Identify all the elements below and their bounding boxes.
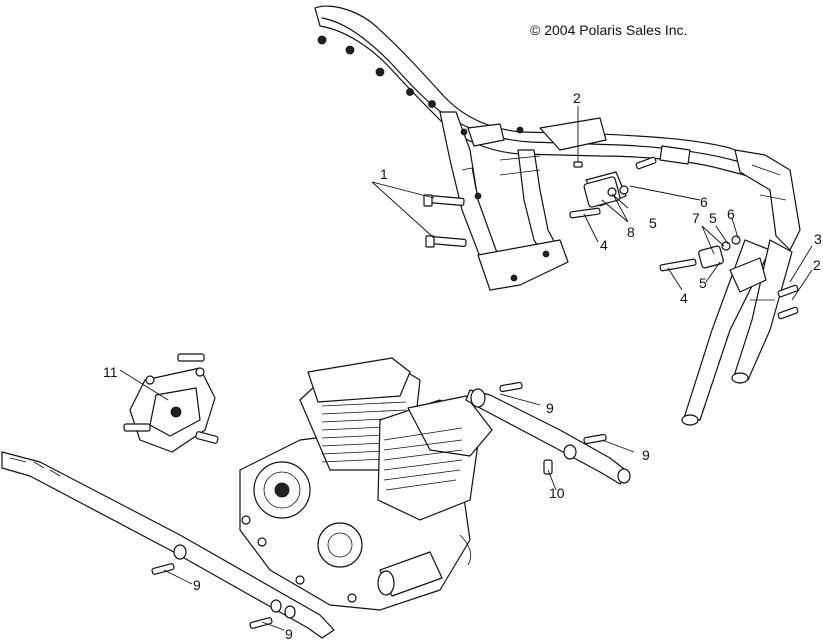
engine-mount-bracket: [123, 353, 219, 453]
callout-1: 1: [380, 166, 388, 182]
bolts-item-2: [777, 284, 799, 320]
copyright-notice: © 2004 Polaris Sales Inc.: [530, 22, 688, 38]
callout-3: 3: [814, 231, 822, 247]
callout-9-d: 9: [285, 626, 293, 642]
main-frame: [314, 5, 761, 291]
leader-lines: [119, 106, 813, 631]
callout-5-c: 5: [699, 275, 707, 291]
callout-4-upper: 4: [600, 237, 608, 253]
callout-6-a: 6: [700, 194, 708, 210]
v-twin-engine: [239, 357, 493, 611]
callout-7: 7: [692, 210, 700, 226]
callout-8: 8: [627, 224, 635, 240]
bolts-item-1: [423, 194, 467, 248]
callout-9-c: 9: [193, 577, 201, 593]
lower-rail-right: [465, 381, 631, 485]
callout-6-b: 6: [727, 206, 735, 222]
mount-hardware: [569, 156, 741, 272]
front-downtubes: [681, 149, 801, 426]
lower-rail-left: [1, 451, 335, 639]
callout-5-a: 5: [649, 215, 657, 231]
callout-5-b: 5: [709, 210, 717, 226]
callout-10: 10: [549, 485, 565, 501]
callout-4-lower: 4: [680, 290, 688, 306]
callout-2-top: 2: [573, 90, 581, 106]
callout-2-right: 2: [813, 257, 821, 273]
callout-9-b: 9: [642, 447, 650, 463]
callout-9-a: 9: [546, 400, 554, 416]
callout-11: 11: [103, 364, 118, 380]
